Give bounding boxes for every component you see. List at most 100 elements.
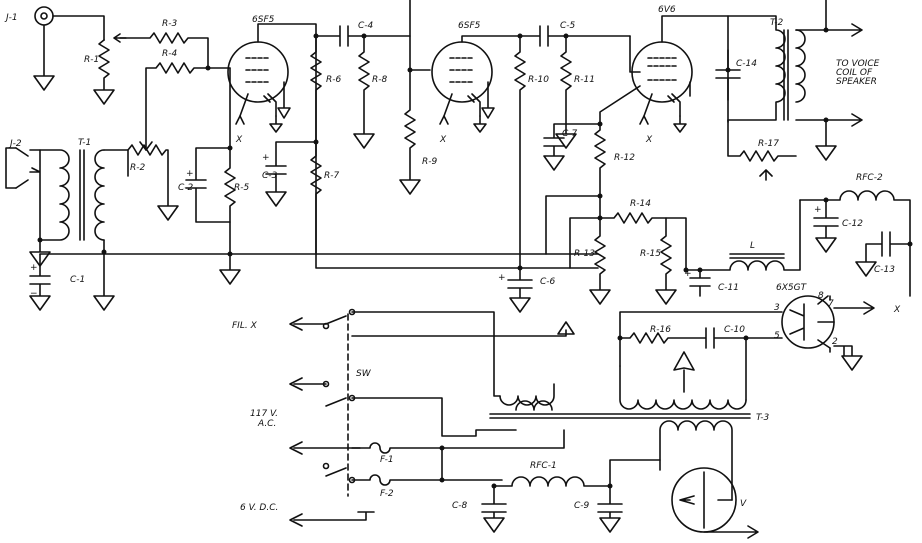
label-r4: R-4 — [162, 49, 178, 59]
voice-label-1: TO VOICE — [836, 59, 880, 69]
label-r9: R-9 — [422, 157, 438, 167]
resistor-r13 — [589, 217, 611, 305]
r12-wire — [545, 195, 601, 255]
wire-fil — [351, 311, 501, 397]
capacitor-c6 — [507, 253, 533, 313]
label-ac2: A.C. — [257, 419, 276, 429]
resistor-r1 — [93, 33, 127, 105]
label-x1: X — [235, 135, 243, 145]
label-r11: R-11 — [574, 75, 595, 85]
jack-j1 — [33, 6, 105, 91]
label-r6: R-6 — [326, 75, 342, 85]
capacitor-c8 — [481, 485, 507, 533]
label-r14: R-14 — [630, 199, 651, 209]
label-meter: V — [740, 499, 747, 509]
resistor-r15 — [655, 217, 677, 305]
tube2-grid-wire — [409, 0, 431, 71]
resistor-r9 — [399, 69, 421, 195]
plus-c11: + — [684, 269, 692, 279]
label-c6: C-6 — [540, 277, 556, 287]
switch-sw — [322, 308, 356, 497]
label-c14: C-14 — [736, 59, 757, 69]
label-x3: X — [645, 135, 653, 145]
capacitor-c4 — [315, 25, 411, 47]
resistor-r3 — [119, 32, 209, 69]
jack-j2 — [5, 147, 51, 267]
label-x4: X — [893, 305, 901, 315]
fuse-f2 — [351, 447, 443, 486]
b-plus-rail — [315, 253, 599, 269]
label-r13: R-13 — [574, 249, 595, 259]
pin-5: 5 — [774, 331, 780, 341]
label-c2: C-2 — [178, 183, 194, 193]
plus-c6: + — [498, 273, 506, 283]
label-c12: C-12 — [842, 219, 863, 229]
capacitor-c13 — [855, 231, 911, 277]
wire-ac — [351, 397, 517, 437]
label-t1: T-1 — [78, 138, 91, 148]
resistor-r12 — [594, 85, 641, 197]
transformer-t1 — [39, 149, 129, 253]
label-t2: T-2 — [770, 18, 783, 28]
label-f2: F-2 — [380, 489, 394, 499]
plus-c12: + — [814, 205, 822, 215]
label-c11: C-11 — [718, 283, 739, 293]
label-r15: R-15 — [640, 249, 661, 259]
tube-3 — [629, 15, 729, 133]
tube-2 — [431, 35, 521, 133]
transformer-t3 — [489, 365, 751, 501]
capacitor-c3 — [265, 141, 317, 207]
label-t3: T-3 — [756, 413, 769, 423]
label-dc: 6 V. D.C. — [240, 503, 278, 513]
capacitor-c7 — [543, 123, 601, 171]
label-r7: R-7 — [324, 171, 340, 181]
capacitor-c12 — [813, 199, 839, 253]
resistor-r8 — [353, 35, 375, 149]
label-r10: R-10 — [528, 75, 549, 85]
wire-ac-top — [351, 321, 575, 337]
ct-arrow — [673, 351, 695, 393]
resistor-r5 — [219, 147, 241, 285]
voice-label-3: SPEAKER — [836, 77, 877, 87]
dc-arrow — [289, 511, 375, 527]
choke-rfc2 — [799, 190, 911, 297]
plus-c2: + — [186, 169, 194, 179]
label-r5: R-5 — [234, 183, 250, 193]
label-j2: J-2 — [8, 139, 22, 149]
choke-l — [685, 199, 801, 271]
capacitor-c5 — [519, 25, 631, 47]
resistor-r6 — [310, 35, 322, 143]
label-fil: FIL. X — [232, 321, 258, 331]
label-c7: C-7 — [562, 129, 578, 139]
label-c3: C-3 — [262, 171, 278, 181]
capacitor-c1 — [29, 253, 51, 311]
meter-out — [703, 525, 759, 539]
label-c10: C-10 — [724, 325, 745, 335]
label-ac1: 117 V. — [250, 409, 278, 419]
capacitor-c9 — [597, 485, 623, 533]
label-r1: R-1 — [84, 55, 99, 65]
label-rfc1: RFC-1 — [530, 461, 557, 471]
label-c5: C-5 — [560, 21, 576, 31]
label-r8: R-8 — [372, 75, 388, 85]
meter-v — [671, 467, 737, 533]
resistor-r17 — [727, 119, 797, 181]
plus-c1: + — [30, 263, 38, 273]
resistor-r10 — [514, 35, 526, 255]
label-c8: C-8 — [452, 501, 468, 511]
label-tube1: 6SF5 — [252, 15, 275, 25]
fuse-f1 — [351, 442, 443, 454]
ground-t1 — [93, 251, 115, 311]
resistor-r4 — [139, 62, 231, 151]
label-c4: C-4 — [358, 21, 374, 31]
label-r16: R-16 — [650, 325, 671, 335]
resistor-r7 — [310, 141, 322, 255]
resistor-r2 — [127, 144, 179, 221]
label-r12: R-12 — [614, 153, 635, 163]
label-f1: F-1 — [380, 455, 394, 465]
resistor-r14 — [599, 212, 687, 273]
label-r3: R-3 — [162, 19, 178, 29]
label-tube3: 6V6 — [658, 5, 676, 15]
label-x2: X — [439, 135, 447, 145]
label-c1: C-1 — [70, 275, 85, 285]
